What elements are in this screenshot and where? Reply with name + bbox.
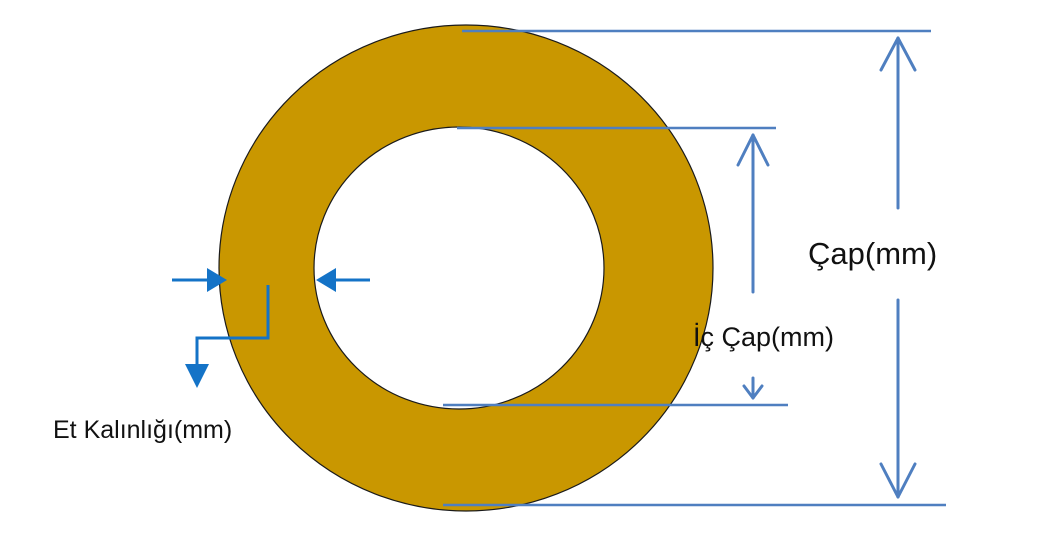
pipe-ring — [218, 24, 714, 512]
wall-thickness-left-arrowhead — [207, 268, 227, 292]
outer-diameter-dimension-arrow — [879, 36, 917, 499]
wall-thickness-leader-line — [195, 285, 270, 372]
outer-diameter-label: Çap(mm) — [808, 236, 938, 271]
inner-diameter-dimension-arrow — [736, 133, 770, 400]
wall-thickness-label: Et Kalınlığı(mm) — [53, 416, 233, 444]
inner-diameter-label: İç Çap(mm) — [693, 322, 834, 352]
wall-thickness-right-arrowhead — [316, 268, 336, 292]
wall-thickness-leader-arrowhead — [185, 364, 209, 388]
